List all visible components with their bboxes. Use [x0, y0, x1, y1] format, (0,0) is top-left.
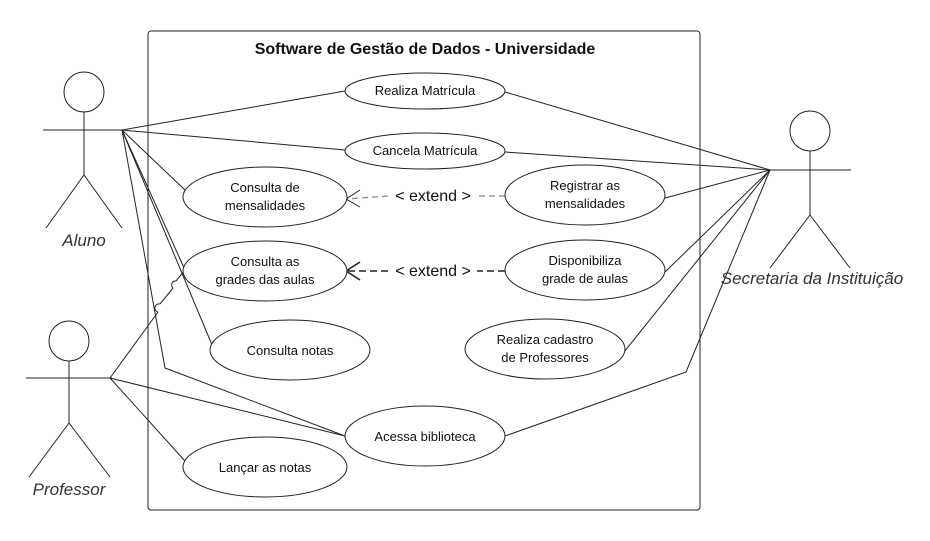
assoc-aluno-consulta-mensalidades [121, 129, 186, 191]
assoc-secretaria-disponibiliza-grade [664, 169, 771, 273]
professor-associations [109, 269, 346, 462]
use-case-label: Cancela Matrícula [373, 143, 479, 158]
system-boundary [147, 30, 701, 511]
extend-label: < extend > [395, 188, 471, 205]
actor-secretaria[interactable]: Secretaria da Instituição [721, 110, 903, 288]
assoc-aluno-cancela-matricula [121, 129, 346, 151]
actor-label: Aluno [61, 231, 105, 250]
use-case-registrar-mensalidades[interactable]: Registrar as mensalidades [504, 164, 666, 226]
use-case-disponibiliza-grade[interactable]: Disponibiliza grade de aulas [504, 239, 666, 301]
use-case-lancar-notas[interactable]: Lançar as notas [182, 436, 348, 498]
use-case-label: Consulta de [230, 180, 299, 195]
assoc-aluno-realiza-matricula [121, 90, 346, 131]
use-case-label: Acessa biblioteca [374, 429, 476, 444]
use-case-consulta-mensalidades[interactable]: Consulta de mensalidades [182, 166, 348, 228]
use-case-consulta-grades[interactable]: Consulta as grades das aulas [182, 240, 348, 302]
actor-head [789, 110, 831, 152]
use-case-label: Registrar as [550, 178, 621, 193]
assoc-secretaria-realiza-matricula [504, 91, 771, 171]
extend-relation-2: < extend > [344, 261, 505, 281]
extend-label: < extend > [395, 263, 471, 280]
use-case-label: Consulta as [231, 254, 300, 269]
actor-head [63, 71, 105, 113]
use-case-label: Realiza Matrícula [375, 83, 476, 98]
use-case-realiza-matricula[interactable]: Realiza Matrícula [344, 72, 506, 110]
use-case-label: grade de aulas [542, 271, 629, 286]
assoc-secretaria-cancela-matricula [504, 151, 771, 171]
use-case-label: de Professores [501, 350, 589, 365]
use-case-label: mensalidades [225, 198, 306, 213]
use-case-acessa-biblioteca[interactable]: Acessa biblioteca [344, 405, 506, 467]
use-case-cancela-matricula[interactable]: Cancela Matrícula [344, 132, 506, 170]
assoc-professor-lancar-notas [109, 377, 186, 462]
actor-label: Secretaria da Instituição [721, 269, 903, 288]
system-title: Software de Gestão de Dados - Universida… [255, 41, 596, 58]
use-case-cadastro-professores[interactable]: Realiza cadastro de Professores [464, 318, 626, 380]
extend-relation-1: < extend > [345, 188, 505, 208]
assoc-professor-acessa-biblioteca [109, 377, 346, 437]
use-case-label: mensalidades [545, 196, 626, 211]
assoc-secretaria-registrar-mensalidades [664, 169, 771, 199]
actor-head [48, 320, 90, 362]
actor-aluno[interactable]: Aluno [43, 71, 125, 250]
secretaria-associations [504, 91, 771, 437]
actor-professor[interactable]: Professor [26, 320, 112, 499]
use-case-label: Lançar as notas [219, 460, 312, 475]
assoc-secretaria-cadastro-professores [623, 169, 771, 353]
assoc-secretaria-acessa-biblioteca [504, 169, 771, 437]
aluno-associations [121, 90, 346, 437]
use-case-consulta-notas[interactable]: Consulta notas [209, 319, 371, 381]
use-case-label: Disponibiliza [549, 253, 623, 268]
assoc-aluno-consulta-grades [121, 129, 186, 271]
assoc-professor-consulta-grades-a [109, 311, 159, 379]
use-case-label: Consulta notas [247, 343, 334, 358]
assoc-aluno-consulta-notas [121, 129, 216, 353]
use-case-label: Realiza cadastro [497, 332, 594, 347]
actor-label: Professor [33, 480, 107, 499]
assoc-aluno-acessa-biblioteca [121, 129, 346, 437]
use-case-label: grades das aulas [215, 272, 315, 287]
